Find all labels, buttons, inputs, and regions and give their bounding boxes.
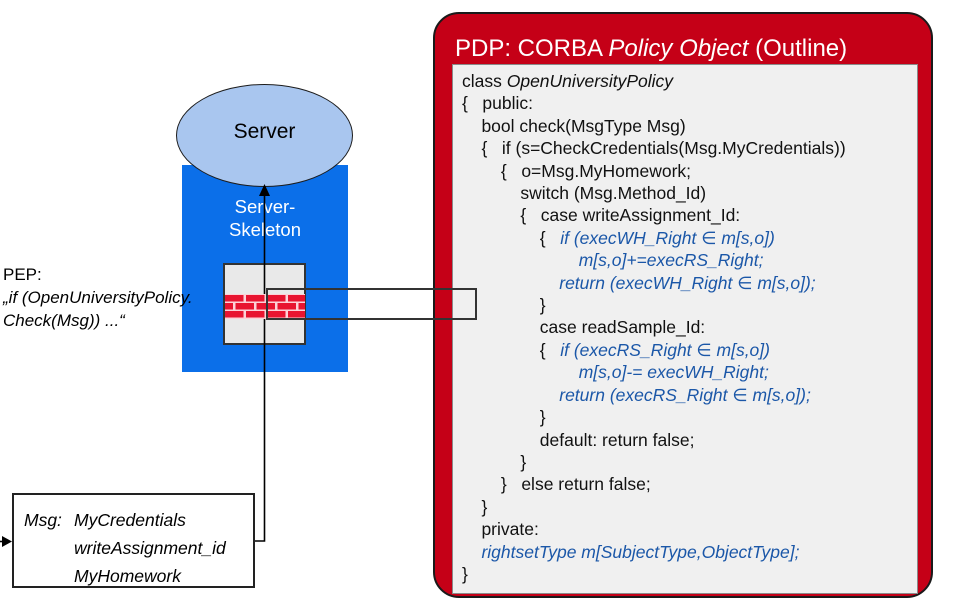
code-line: return (execWH_Right ∈ m[s,o]); [559, 272, 816, 293]
msg-row: writeAssignment_id [24, 534, 253, 562]
msg-label: Msg: [24, 510, 62, 530]
msg-item-homework: MyHomework [74, 566, 181, 586]
code-line: private: [462, 519, 539, 540]
server-ellipse: Server [176, 84, 353, 187]
msg-row: MyHomework [24, 562, 253, 590]
server-skeleton-label-line2: Skeleton [229, 219, 301, 240]
code-line: } else return false; [462, 474, 651, 495]
pep-annotation-line1: PEP: [3, 265, 42, 284]
pdp-title: PDP: CORBA Policy Object (Outline) [455, 35, 847, 63]
arrowhead-right-icon [2, 536, 12, 547]
pep-to-pdp-callout [266, 288, 477, 320]
code-line: class OpenUniversityPolicy [462, 71, 674, 91]
pdp-title-prefix: PDP: CORBA [455, 35, 609, 62]
code-line: } [462, 563, 468, 584]
code-line: return (execRS_Right ∈ m[s,o]); [559, 384, 811, 405]
msg-row: Msg: MyCredentials [24, 506, 253, 534]
pep-annotation-line3: Check(Msg)) ...“ [3, 311, 125, 330]
code-line: bool check(MsgType Msg) [462, 115, 686, 136]
code-line: { o=Msg.MyHomework; [462, 160, 692, 181]
pdp-panel: PDP: CORBA Policy Object (Outline) class… [433, 12, 933, 598]
code-line: } [462, 295, 546, 316]
code-line: default: return false; [462, 429, 695, 450]
pep-annotation: PEP: „if (OpenUniversityPolicy. Check(Ms… [3, 263, 193, 332]
pdp-title-italic: Policy Object [608, 35, 749, 62]
pdp-code-panel: class OpenUniversityPolicy{ public: bool… [452, 64, 918, 594]
code-line: m[s,o]+=execRS_Right; [462, 250, 764, 271]
server-skeleton-label-line1: Server- [234, 196, 296, 217]
msg-item-credentials: MyCredentials [74, 510, 186, 530]
pep-annotation-line2: „if (OpenUniversityPolicy. [3, 288, 193, 307]
code-line: { if (execRS_Right ∈ m[s,o]) [462, 339, 770, 360]
code-line: { if (s=CheckCredentials(Msg.MyCredentia… [462, 138, 846, 159]
server-skeleton-label: Server- Skeleton [182, 195, 348, 241]
code-line: m[s,o]-= execWH_Right; [462, 362, 769, 383]
code-line: } [462, 496, 488, 517]
code-line: { case writeAssignment_Id: [462, 205, 741, 226]
code-line: switch (Msg.Method_Id) [462, 183, 707, 204]
code-line: } [462, 407, 546, 428]
code-line: { if (execWH_Right ∈ m[s,o]) [462, 227, 775, 248]
code-line: } [462, 451, 527, 472]
pdp-title-suffix: (Outline) [748, 35, 848, 62]
code-line: rightsetType m[SubjectType,ObjectType]; [481, 541, 800, 562]
msg-item-write-assignment: writeAssignment_id [74, 538, 226, 558]
code-line: { public: [462, 93, 534, 114]
policy-code-block: class OpenUniversityPolicy{ public: bool… [453, 65, 917, 585]
code-line: case readSample_Id: [462, 317, 706, 338]
server-label: Server [233, 119, 296, 143]
msg-box: Msg: MyCredentials writeAssignment_id MyH… [12, 493, 255, 588]
